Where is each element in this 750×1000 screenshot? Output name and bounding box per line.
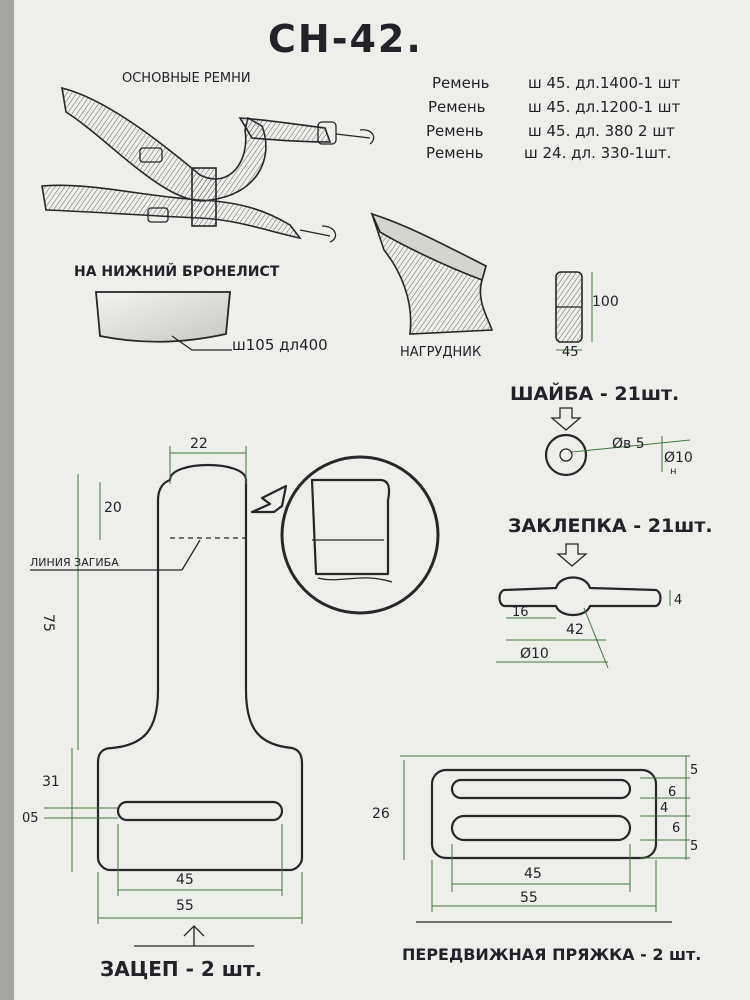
rivet-illustration — [496, 576, 671, 669]
buckle-illustration — [400, 755, 690, 923]
buckle-dim-r2: 6 — [668, 785, 676, 800]
strap-4-spec: ш 24. дл. 330-1шт. — [524, 144, 671, 162]
buckle-dim-45: 45 — [524, 866, 542, 882]
buckle-dim-r4: 6 — [672, 821, 680, 836]
rivet-diameter: Ø10 — [520, 646, 549, 662]
main-straps-illustration — [41, 86, 375, 243]
buckle-dim-r5: 5 — [690, 839, 698, 854]
hook-dim-45: 45 — [176, 872, 194, 888]
breastplate-illustration — [370, 212, 494, 335]
breastplate-label: НАГРУДНИК — [400, 345, 481, 360]
small-part-width: 45 — [562, 345, 579, 360]
rivet-title: ЗАКЛЕПКА - 21шт. — [508, 515, 713, 537]
page-title: СН-42. — [268, 17, 423, 61]
small-part-height: 100 — [592, 294, 619, 310]
hook-dim-55: 55 — [176, 898, 194, 914]
buckle-dim-26: 26 — [372, 806, 390, 822]
main-straps-label: ОСНОВНЫЕ РЕМНИ — [122, 71, 251, 86]
rivet-length: 42 — [566, 622, 584, 638]
rivet-dim-4: 4 — [674, 593, 682, 608]
washer-h: н — [670, 466, 677, 477]
hook-title: ЗАЦЕП - 2 шт. — [100, 957, 262, 981]
buckle-title: ПЕРЕДВИЖНАЯ ПРЯЖКА - 2 шт. — [402, 945, 701, 964]
hook-dim-75: 75 — [40, 614, 56, 632]
hook-illustration — [30, 446, 304, 947]
strap-2-spec: ш 45. дл.1200-1 шт — [528, 98, 680, 116]
washer-inner-dia: Øв 5 — [612, 436, 645, 452]
hook-dim-31: 31 — [42, 774, 60, 790]
strap-3-name: Ремень — [426, 122, 483, 140]
rivet-dim-16: 16 — [512, 605, 529, 620]
buckle-dim-55: 55 — [520, 890, 538, 906]
strap-3-spec: ш 45. дл. 380 2 шт — [528, 122, 675, 140]
strap-1-name: Ремень — [432, 74, 489, 92]
fold-detail-circle — [250, 455, 440, 615]
lower-plate-illustration — [95, 291, 232, 351]
strap-1-spec: ш 45. дл.1400-1 шт — [528, 74, 680, 92]
fold-line-label: ЛИНИЯ ЗАГИБА — [30, 556, 119, 569]
lower-plate-label: НА НИЖНИЙ БРОНЕЛИСТ — [74, 263, 280, 280]
washer-outer-dia: Ø10 — [664, 450, 693, 466]
hook-dim-05: 05 — [22, 811, 39, 826]
lower-plate-dims: ш105 дл400 — [232, 336, 328, 354]
buckle-dim-r1: 5 — [690, 763, 698, 778]
strap-list: Ремень ш 45. дл.1400-1 шт Ремень ш 45. д… — [426, 74, 680, 162]
hook-dim-20: 20 — [104, 500, 122, 516]
strap-2-name: Ремень — [428, 98, 485, 116]
buckle-dim-r3: 4 — [660, 801, 668, 816]
small-part-illustration — [555, 271, 593, 351]
hook-dim-22: 22 — [190, 436, 208, 452]
washer-title: ШАЙБА - 21шт. — [510, 382, 679, 405]
washer-illustration — [544, 433, 691, 477]
strap-4-name: Ремень — [426, 144, 483, 162]
